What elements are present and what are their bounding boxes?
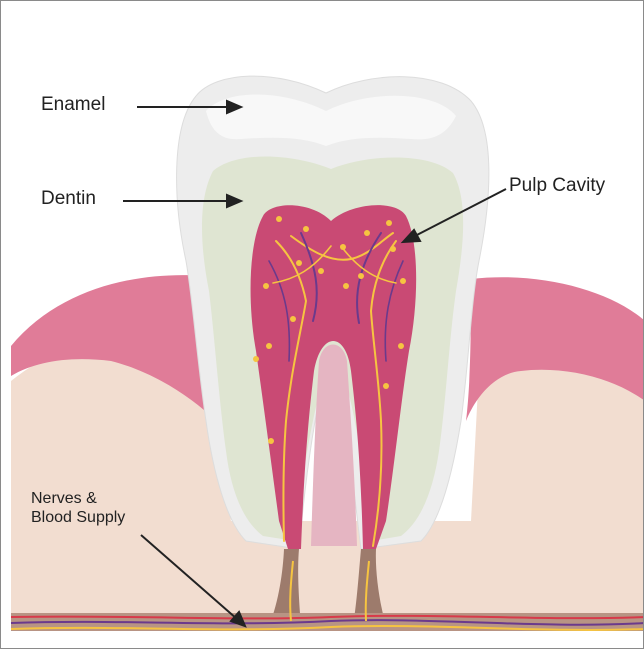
- label-nerves-blood-supply: Nerves & Blood Supply: [31, 489, 125, 527]
- label-nerves-line1: Nerves &: [31, 489, 125, 508]
- label-dentin: Dentin: [41, 188, 96, 211]
- label-nerves-line2: Blood Supply: [31, 508, 125, 527]
- label-enamel: Enamel: [41, 94, 105, 117]
- label-pulp-cavity: Pulp Cavity: [509, 175, 605, 198]
